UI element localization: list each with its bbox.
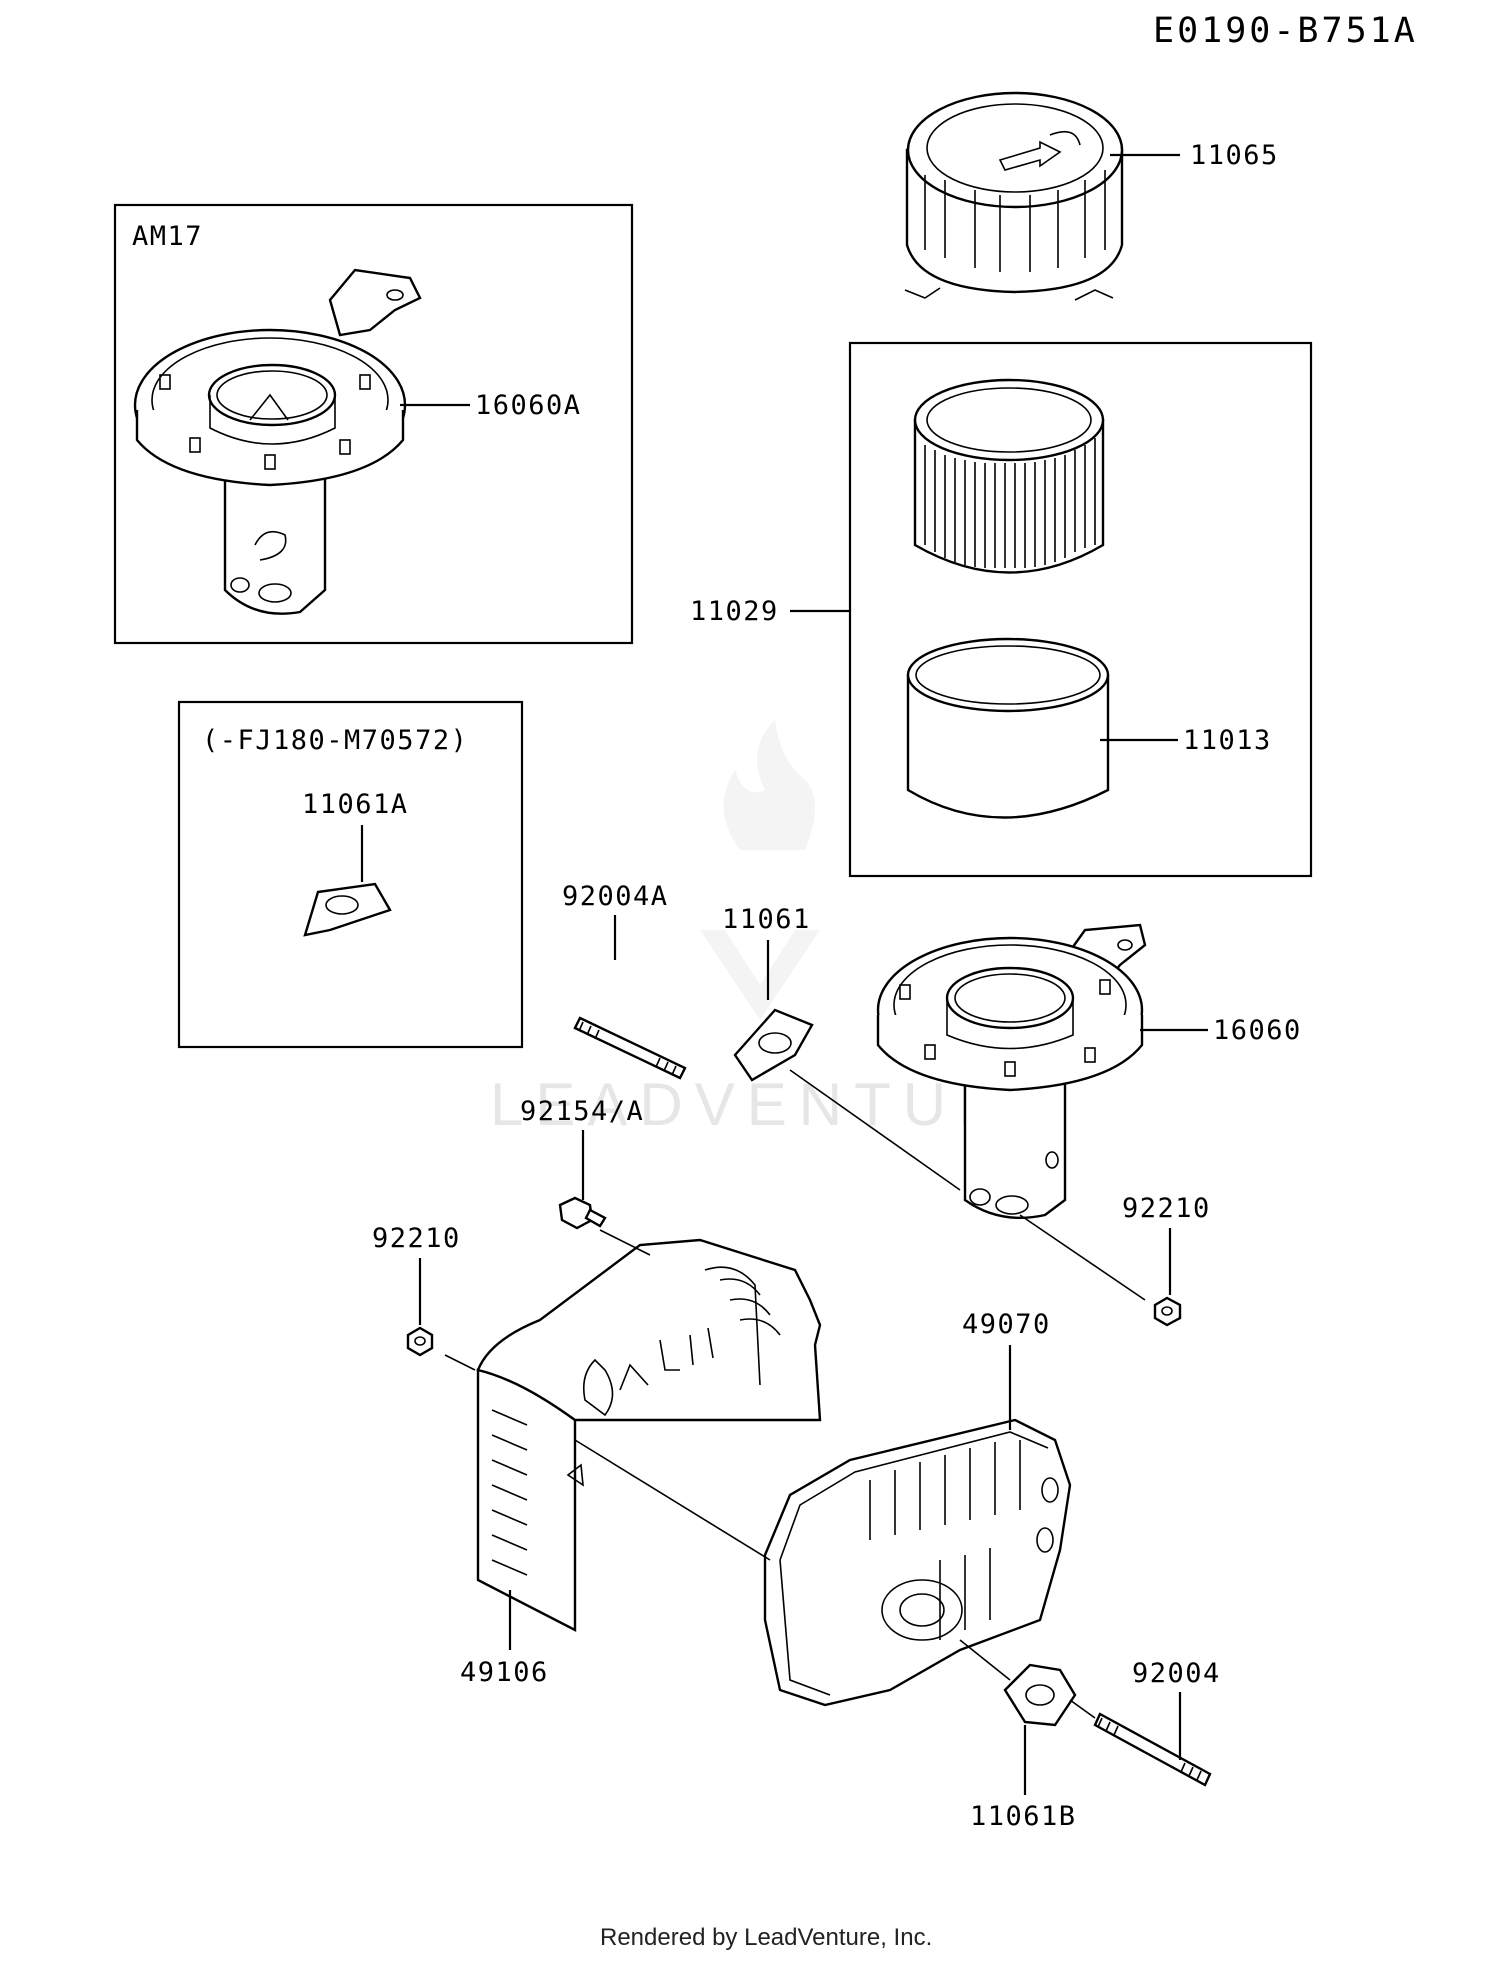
part-label-11061A[interactable]: 11061A bbox=[302, 789, 409, 820]
am17-group-label: AM17 bbox=[132, 221, 203, 252]
watermark-logo bbox=[700, 720, 820, 1020]
nut-92210-right[interactable] bbox=[1153, 1296, 1182, 1327]
gasket-11061[interactable] bbox=[733, 1008, 814, 1082]
part-label-11061[interactable]: 11061 bbox=[722, 904, 811, 935]
bolt-92154A[interactable] bbox=[558, 1196, 607, 1230]
part-label-92154A[interactable]: 92154/A bbox=[520, 1096, 644, 1127]
assembly-lines bbox=[444, 1069, 1146, 1719]
nut-92210-left[interactable] bbox=[406, 1326, 434, 1357]
part-label-49070[interactable]: 49070 bbox=[962, 1309, 1051, 1340]
diagram-id: E0190-B751A bbox=[1153, 11, 1418, 51]
part-label-11065[interactable]: 11065 bbox=[1190, 140, 1279, 171]
part-label-92004A[interactable]: 92004A bbox=[562, 881, 669, 912]
part-label-92210-left[interactable]: 92210 bbox=[372, 1223, 461, 1254]
part-label-11029[interactable]: 11029 bbox=[690, 596, 779, 627]
gasket-11061B[interactable] bbox=[1003, 1663, 1077, 1727]
part-label-16060[interactable]: 16060 bbox=[1213, 1015, 1302, 1046]
paper-filter-element[interactable] bbox=[913, 378, 1105, 574]
stud-92004[interactable] bbox=[1093, 1712, 1212, 1787]
filter-group-box bbox=[848, 341, 1313, 878]
serial-range-box bbox=[177, 700, 524, 1049]
pre-cleaner-foam[interactable] bbox=[906, 637, 1110, 819]
stud-92004A[interactable] bbox=[573, 1016, 687, 1080]
part-label-92210-right[interactable]: 92210 bbox=[1122, 1193, 1211, 1224]
am17-group-box bbox=[113, 203, 634, 645]
footer-credit: Rendered by LeadVenture, Inc. bbox=[600, 1924, 932, 1951]
air-cleaner-cover[interactable] bbox=[904, 91, 1124, 301]
gasket-11061A[interactable] bbox=[303, 882, 392, 937]
serial-range-label: (-FJ180-M70572) bbox=[202, 725, 468, 756]
muffler-cover[interactable] bbox=[476, 1238, 822, 1632]
air-cleaner-base[interactable] bbox=[876, 923, 1147, 1220]
part-label-92004[interactable]: 92004 bbox=[1132, 1658, 1221, 1689]
air-cleaner-base-am17[interactable] bbox=[133, 268, 422, 615]
part-label-49106[interactable]: 49106 bbox=[460, 1657, 549, 1688]
part-label-16060A[interactable]: 16060A bbox=[475, 390, 582, 421]
muffler[interactable] bbox=[763, 1418, 1072, 1707]
part-label-11061B[interactable]: 11061B bbox=[970, 1801, 1077, 1832]
part-label-11013[interactable]: 11013 bbox=[1183, 725, 1272, 756]
